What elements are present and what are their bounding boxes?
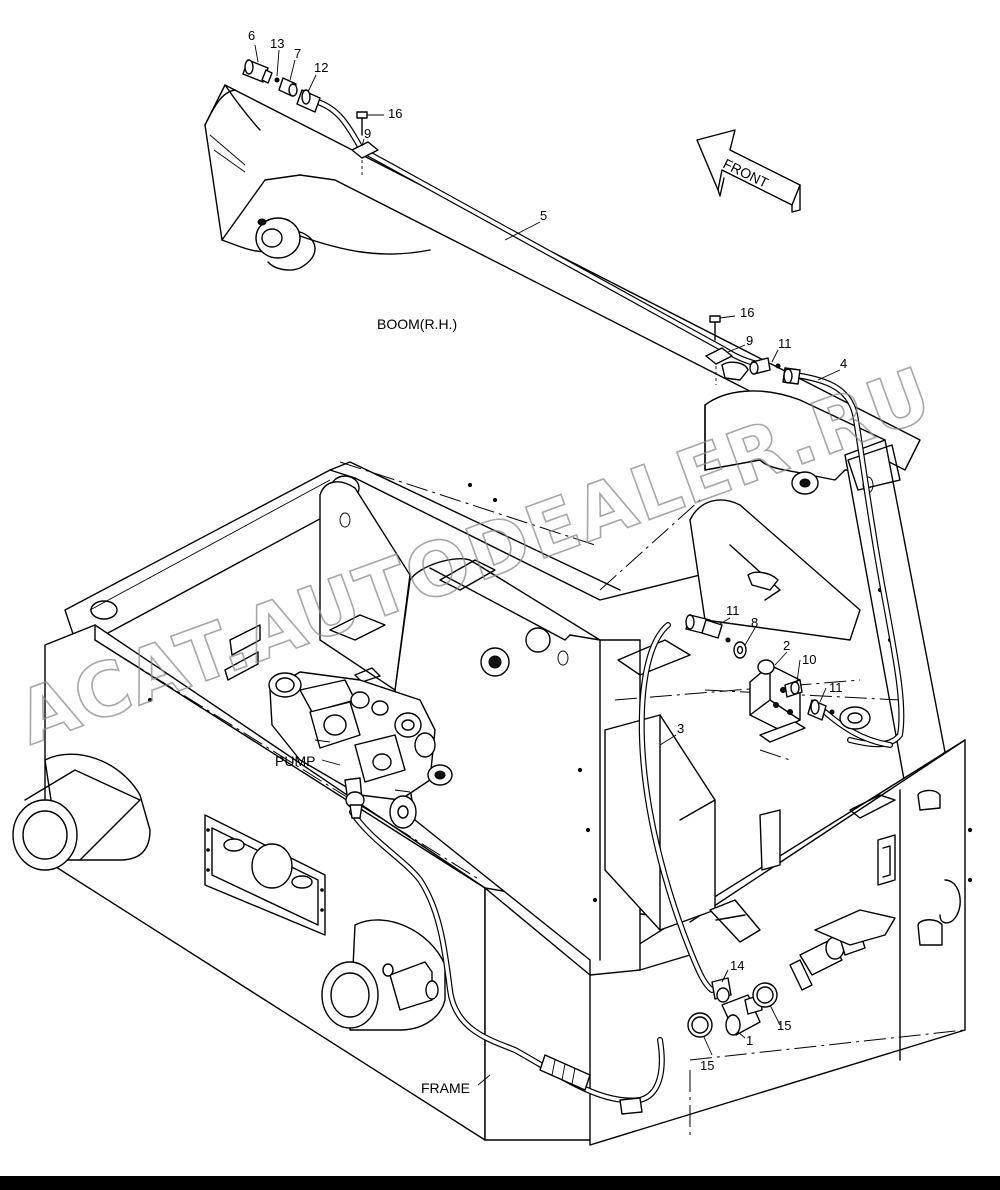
callout-9-mid: 9 xyxy=(746,333,753,348)
hose-lines xyxy=(315,99,905,1115)
callout-12: 12 xyxy=(314,60,328,75)
pump xyxy=(268,671,453,829)
callout-8: 8 xyxy=(751,615,758,630)
fittings xyxy=(242,59,896,1038)
callout-11-mid: 11 xyxy=(726,603,740,618)
callout-4: 4 xyxy=(840,356,847,371)
callout-13: 13 xyxy=(270,36,284,51)
callout-9-top: 9 xyxy=(364,126,371,141)
callout-10: 10 xyxy=(802,652,816,667)
callout-14: 14 xyxy=(730,958,744,973)
boom-label: BOOM(R.H.) xyxy=(377,316,457,332)
callout-numbers: 6 13 7 12 16 9 5 16 9 11 4 11 8 2 10 11 … xyxy=(248,28,847,1073)
callout-2: 2 xyxy=(783,638,790,653)
callout-6: 6 xyxy=(248,28,255,43)
callout-16-top: 16 xyxy=(388,106,402,121)
callout-7: 7 xyxy=(294,46,301,61)
callout-16-mid: 16 xyxy=(740,305,754,320)
callout-15-right: 15 xyxy=(777,1018,791,1033)
frame-label: FRAME xyxy=(421,1080,470,1096)
callout-3: 3 xyxy=(677,721,684,736)
callout-15-left: 15 xyxy=(700,1058,714,1073)
pump-label: PUMP xyxy=(275,753,315,769)
front-arrow: FRONT xyxy=(696,129,801,213)
callout-11-right: 11 xyxy=(829,680,843,695)
callout-5: 5 xyxy=(540,208,547,223)
frame xyxy=(12,461,973,1146)
callout-leaders xyxy=(254,44,841,1056)
callout-1: 1 xyxy=(746,1033,753,1048)
callout-11-top: 11 xyxy=(778,336,792,351)
bottom-border xyxy=(0,1176,1000,1190)
